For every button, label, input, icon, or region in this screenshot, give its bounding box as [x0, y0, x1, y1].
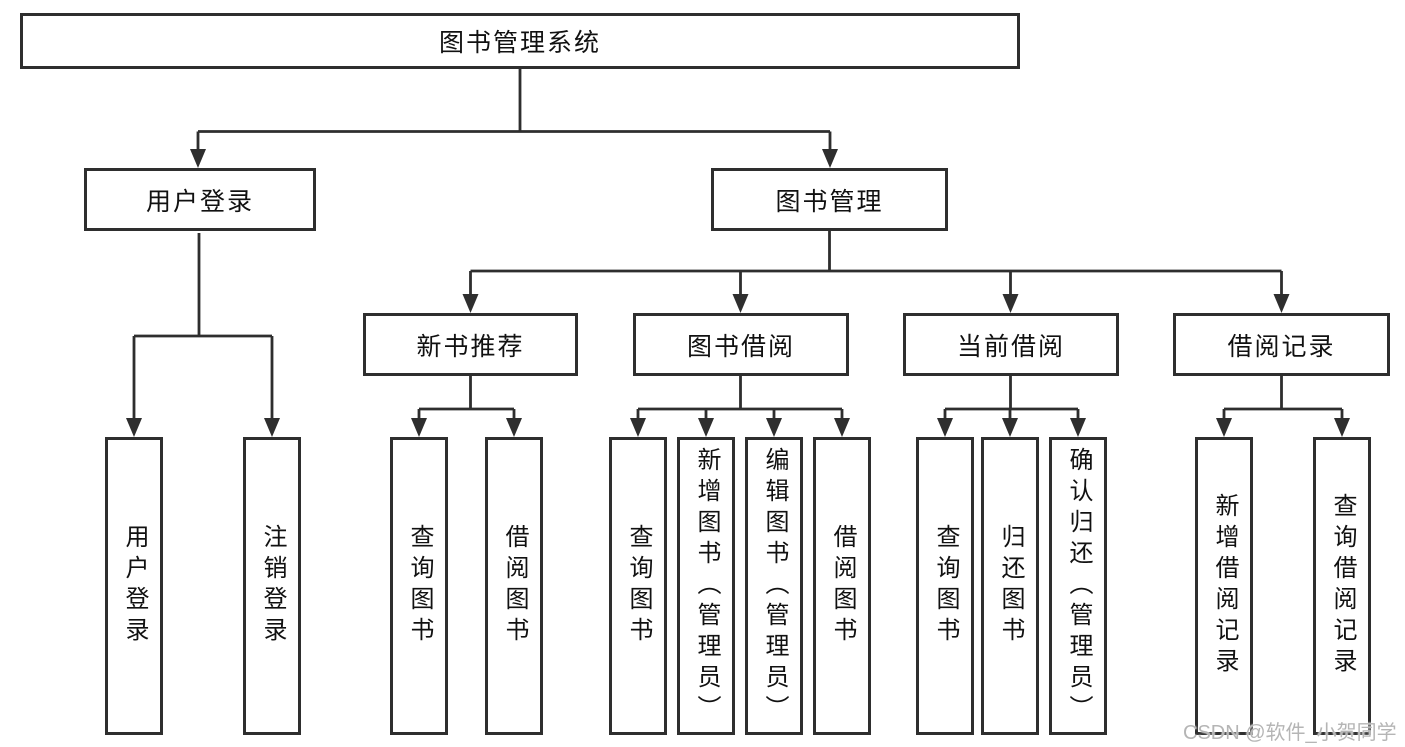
arrow-down-icon	[1216, 418, 1232, 437]
arrow-down-icon	[506, 418, 522, 437]
leaf-borrow-add-books-admin: 新增图书（管理员）	[677, 437, 735, 735]
connector-records-split	[1216, 376, 1350, 437]
arrow-down-icon	[462, 294, 479, 313]
leaf-user-login: 用户登录	[105, 437, 163, 735]
arrow-down-icon	[630, 418, 646, 437]
node-borrow-records: 借阅记录	[1173, 313, 1390, 376]
node-new-book-recommend: 新书推荐	[363, 313, 578, 376]
connector-login-split	[126, 233, 280, 437]
node-book-borrow: 图书借阅	[633, 313, 849, 376]
arrow-down-icon	[1334, 418, 1350, 437]
csdn-watermark: CSDN @软件_小贺同学	[1183, 722, 1397, 744]
connector-root-split	[190, 69, 838, 168]
node-book-management: 图书管理	[711, 168, 948, 231]
arrow-down-icon	[822, 149, 838, 168]
arrow-down-icon	[411, 418, 427, 437]
leaf-recommend-query-books: 查询图书	[390, 437, 448, 735]
leaf-current-return-books: 归还图书	[981, 437, 1039, 735]
node-current-borrow: 当前借阅	[903, 313, 1119, 376]
arrow-down-icon	[732, 294, 749, 313]
leaf-logout: 注销登录	[243, 437, 301, 735]
leaf-records-query-record: 查询借阅记录	[1313, 437, 1371, 735]
connector-borrow-split	[630, 376, 850, 437]
arrow-down-icon	[766, 418, 782, 437]
arrow-down-icon	[698, 418, 714, 437]
leaf-borrow-query-books: 查询图书	[609, 437, 667, 735]
node-user-login: 用户登录	[84, 168, 316, 231]
arrow-down-icon	[1070, 418, 1086, 437]
leaf-borrow-borrow-books: 借阅图书	[813, 437, 871, 735]
leaf-current-query-books: 查询图书	[916, 437, 974, 735]
connector-recommend-split	[411, 376, 522, 437]
connector-management-split	[462, 231, 1290, 313]
arrow-down-icon	[264, 418, 280, 437]
arrow-down-icon	[834, 418, 850, 437]
arrow-down-icon	[1002, 418, 1018, 437]
leaf-current-confirm-return-admin: 确认归还（管理员）	[1049, 437, 1107, 735]
node-root: 图书管理系统	[20, 13, 1020, 69]
arrow-down-icon	[937, 418, 953, 437]
arrow-down-icon	[126, 418, 142, 437]
arrow-down-icon	[1273, 294, 1290, 313]
leaf-borrow-edit-books-admin: 编辑图书（管理员）	[745, 437, 803, 735]
arrow-down-icon	[1002, 294, 1019, 313]
connector-current-split	[937, 376, 1086, 437]
arrow-down-icon	[190, 149, 206, 168]
leaf-records-add-record: 新增借阅记录	[1195, 437, 1253, 735]
leaf-recommend-borrow-books: 借阅图书	[485, 437, 543, 735]
